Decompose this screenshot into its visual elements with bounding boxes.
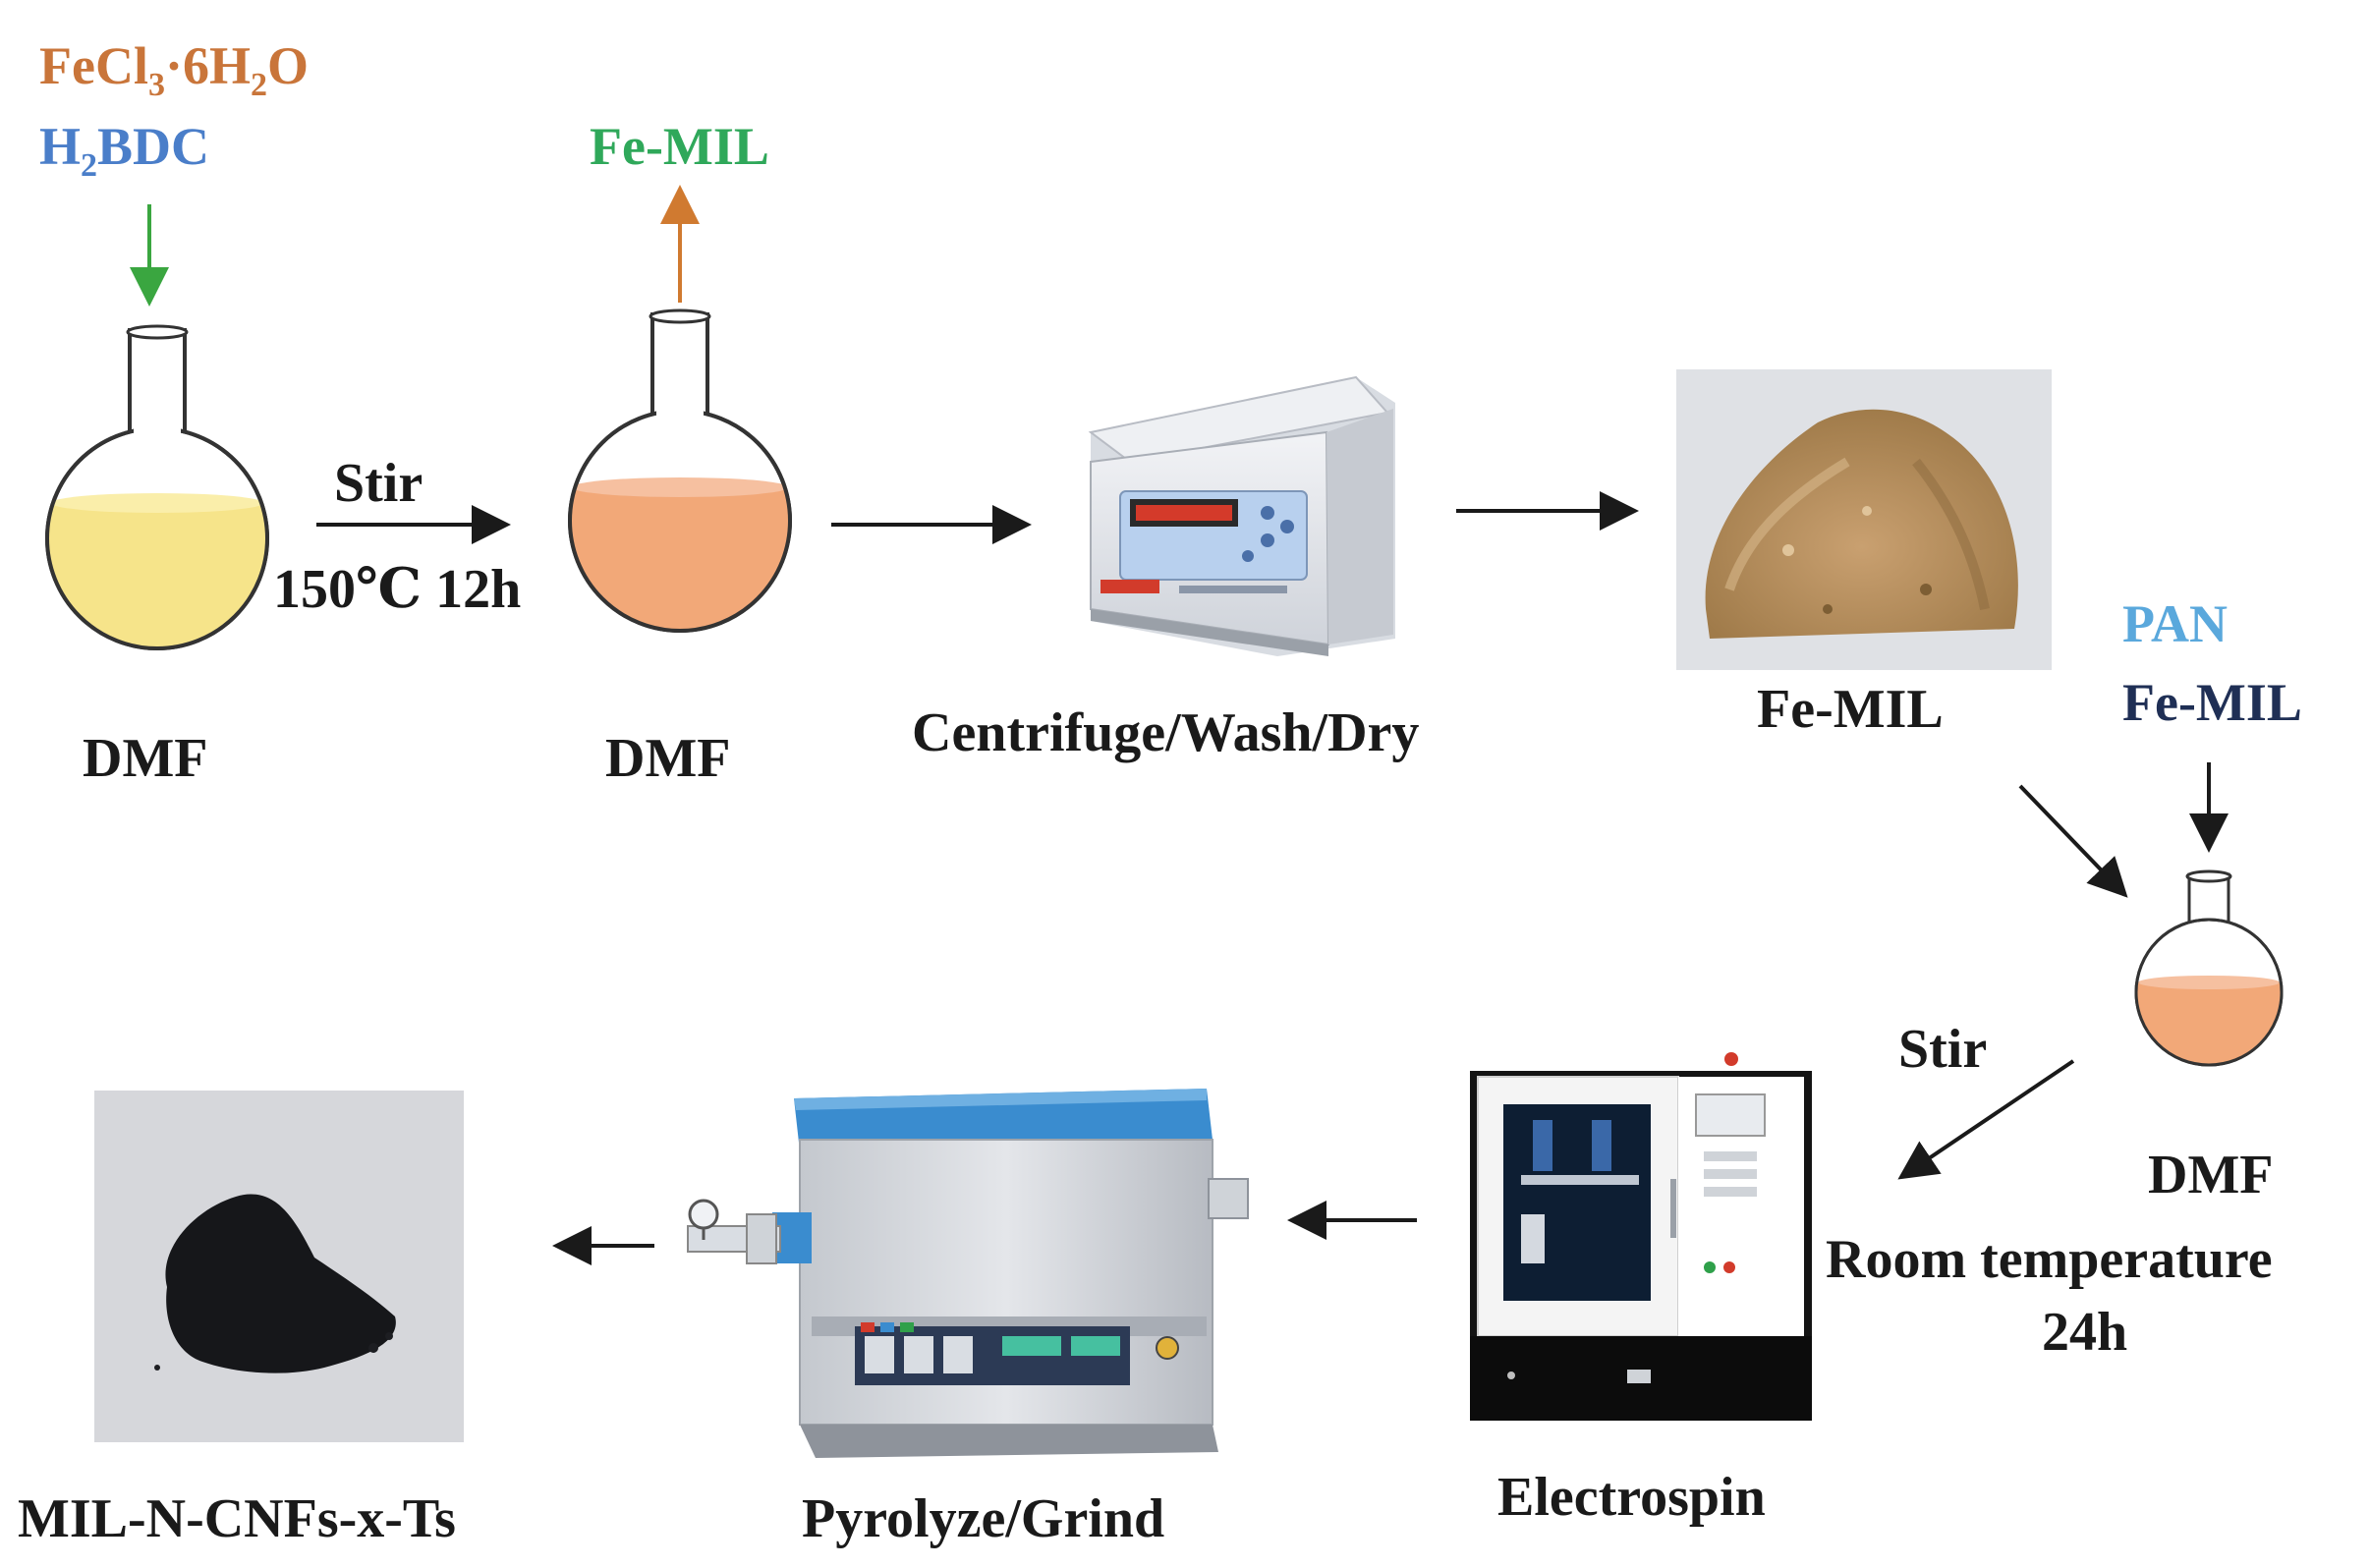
fecl3-sub2: 2 [250,66,267,103]
flask3-dmf-label: DMF [2148,1145,2274,1205]
flask-2 [568,308,792,633]
flask-1 [45,324,269,650]
final-product-label: MIL-N-CNFs-x-Ts [18,1488,456,1549]
electrospin-label: Electrospin [1497,1467,1766,1528]
furnace-label: Pyrolyze/Grind [802,1488,1165,1549]
electrospin-image [1470,1052,1812,1421]
tube-furnace-image [687,1089,1249,1458]
centrifuge-label: Centrifuge/Wash/Dry [912,702,1420,763]
h2bdc-suffix: BDC [97,117,210,176]
flask2-dmf-label: DMF [605,728,731,789]
fe-mil-powder-image [1676,369,2052,670]
fecl3-suffix: O [266,36,309,95]
final-product-image [94,1091,464,1442]
flask1-dmf-label: DMF [83,728,208,789]
fecl3-sub: 3 [147,66,165,103]
room-temperature-label: Room temperature [1826,1229,2273,1290]
arrow-flask3-to-electrospin [1897,1059,2075,1180]
stir-label-1: Stir [334,453,423,514]
flask-3 [2134,869,2284,1067]
fe-mil-reagent-label: Fe-MIL [2122,673,2302,732]
arrow-powder-to-flask3 [2018,784,2128,898]
fecl3-prefix: FeCl [39,36,148,95]
conditions-label-1: 150℃ 12h [273,559,522,620]
stir-label-2: Stir [1898,1019,1988,1080]
h2bdc-label: H2BDC [39,116,209,185]
fecl3-label: FeCl3·6H2O [39,35,309,104]
h2bdc-sub: 2 [81,146,98,184]
pan-label: PAN [2122,594,2228,653]
duration-label: 24h [2042,1302,2128,1363]
powder-fe-mil-label: Fe-MIL [1757,679,1944,740]
h2bdc-prefix: H [39,117,82,176]
fecl3-mid: ·6H [164,36,251,95]
centrifuge-image [1088,375,1395,656]
product-fe-mil-label: Fe-MIL [590,117,769,176]
